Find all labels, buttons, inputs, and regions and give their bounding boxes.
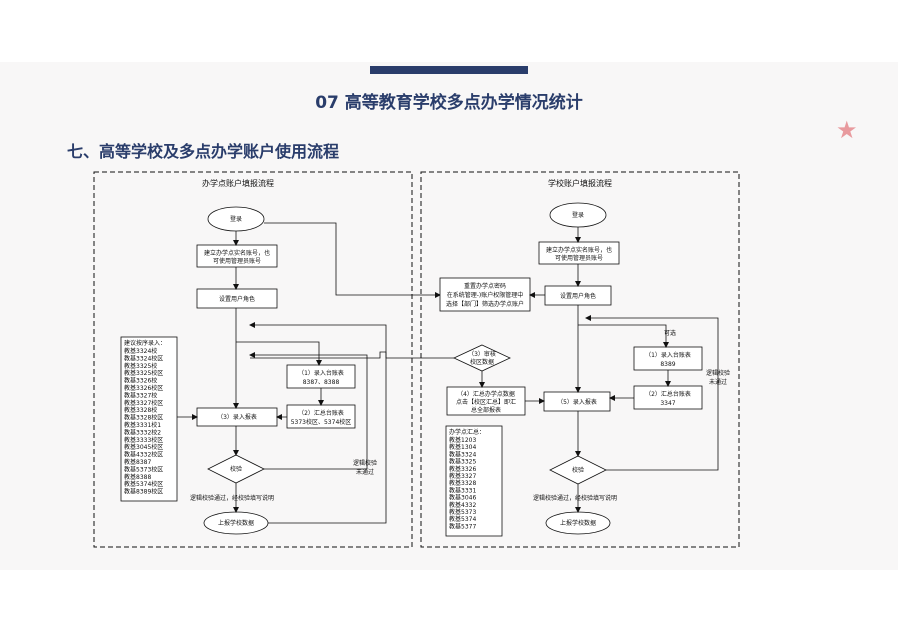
- advice-list-item: 教基3045校区: [124, 443, 163, 451]
- left-enter2-line2: 5373校区、5374校区: [291, 418, 352, 426]
- summary-list-item: 教基3328: [449, 479, 476, 487]
- advice-list-item: 教基8387: [124, 458, 151, 466]
- advice-list-item: 教基4332校区: [124, 451, 163, 459]
- advice-list-item: 教基3327校区: [124, 399, 163, 407]
- advice-list-item: 教基3333校区: [124, 436, 163, 444]
- right-summary-line2: 点击【校区汇总】即汇: [456, 398, 516, 406]
- advice-list-item: 教基3331校1: [124, 421, 161, 429]
- advice-list-item: 教基3328校区: [124, 414, 163, 422]
- advice-list-item: 教基5374校区: [124, 480, 163, 488]
- right-check-label: 校验: [572, 466, 584, 474]
- left-logic-fail-2: 未通过: [356, 468, 374, 476]
- right-connectors: [250, 227, 719, 513]
- right-report-label: 上报学校数据: [560, 519, 596, 527]
- summary-list-item: 教基5374: [449, 515, 476, 523]
- right-summary-list-box: [445, 425, 503, 537]
- right-reset-line3: 选择【部门】筛选办学点账户: [446, 300, 524, 308]
- right-verify-line1: 建立办学点实名账号，也: [546, 246, 612, 254]
- advice-list-item: 教基3324校: [124, 347, 157, 355]
- right-enter5-label: （5）录入报表: [557, 398, 597, 406]
- summary-list-item: 教基1203: [449, 436, 476, 444]
- summary-list-item: 教基3327: [449, 472, 476, 480]
- right-audit-line2: 校区数据: [470, 358, 494, 366]
- advice-list-item: 教基3326校: [124, 377, 157, 385]
- left-report-label: 上报学校数据: [218, 519, 254, 527]
- right-audit-diamond: [453, 344, 511, 372]
- right-reset-box: [439, 277, 531, 312]
- summary-list-item: 教基3331: [449, 486, 476, 494]
- left-logic-fail-1: 逻辑校验: [353, 459, 377, 467]
- right-reset-line1: 重置办学点密码: [464, 282, 506, 290]
- right-login-label: 登录: [572, 211, 584, 219]
- advice-list-item: 教基3328校: [124, 406, 157, 414]
- right-enter1-line1: （1）录入台账表: [645, 351, 691, 359]
- summary-list-item: 教基1304: [449, 443, 476, 451]
- advice-list-item: 教基3326校区: [124, 384, 163, 392]
- right-set-role-label: 设置用户角色: [560, 292, 596, 300]
- left-panel: [93, 171, 413, 548]
- summary-list-item: 教基5373: [449, 508, 476, 516]
- left-enter2-line1: （2）汇总台账表: [298, 409, 344, 417]
- summary-list-item: 教基5377: [449, 522, 476, 530]
- left-advice-box: [120, 336, 178, 502]
- right-summary-line1: （4）汇总办学点数据: [457, 390, 515, 398]
- page-title: 07 高等教育学校多点办学情况统计: [315, 93, 583, 113]
- right-enter1-line2: 8389: [660, 361, 675, 368]
- right-enter2-line1: （2）汇总台账表: [645, 390, 691, 398]
- advice-list-item: 教基8389校区: [124, 488, 163, 496]
- left-verify-line2: 可使用管理员账号: [213, 257, 261, 265]
- summary-list-item: 教基3326: [449, 465, 476, 473]
- right-optional-label: 可选: [664, 329, 676, 337]
- advice-list-item: 教基8388: [124, 473, 151, 481]
- left-verify-line1: 建立办学点实名账号，也: [204, 249, 270, 257]
- right-audit-line1: （3）审核: [468, 350, 496, 358]
- summary-list-item: 教基3046: [449, 494, 476, 502]
- left-connectors: [177, 222, 441, 524]
- right-verify-line2: 可使用管理员账号: [555, 254, 603, 262]
- left-enter1-line2: 8387、8388: [303, 379, 340, 386]
- star-icon: ★: [836, 116, 858, 144]
- right-logic-pass: 逻辑校验通过，经校验填写说明: [533, 494, 617, 502]
- right-enter2-line2: 3347: [660, 400, 675, 407]
- left-set-role-label: 设置用户角色: [219, 295, 255, 303]
- advice-list-item: 教基5373校区: [124, 465, 163, 473]
- advice-list-item: 教基3325校区: [124, 369, 163, 377]
- left-enter1-line1: （1）录入台账表: [298, 369, 344, 377]
- right-reset-line2: 在系统管理-)账户权限管理中: [447, 291, 524, 299]
- advice-list-item: 教基3324校区: [124, 354, 163, 362]
- left-enter3-label: （3）录入报表: [217, 413, 257, 421]
- section-subtitle: 七、高等学校及多点办学账户使用流程: [67, 142, 340, 161]
- left-advice-title: 建议按序录入：: [124, 339, 166, 347]
- summary-list-item: 教基4332: [449, 501, 476, 509]
- right-summary-list-title: 办学点汇总：: [449, 428, 485, 436]
- advice-list-item: 教基3325校: [124, 362, 157, 370]
- right-summary-line3: 总全部报表: [471, 406, 501, 414]
- title-accent-bar: [370, 66, 528, 74]
- left-advice-list: 教基3324校教基3324校区教基3325校教基3325校区教基3326校教基3…: [124, 347, 163, 496]
- advice-list-item: 教基3332校2: [124, 428, 161, 436]
- right-panel: [420, 171, 740, 548]
- left-check-label: 校验: [230, 465, 242, 473]
- summary-list-item: 教基3324: [449, 450, 476, 458]
- left-login-label: 登录: [230, 215, 242, 223]
- left-heading: 办学点账户填报流程: [202, 178, 274, 188]
- summary-list-item: 教基3325: [449, 458, 476, 466]
- right-heading: 学校账户填报流程: [548, 178, 612, 188]
- left-logic-pass: 逻辑校验通过，经校验填写说明: [190, 494, 274, 502]
- right-summary-list: 教基1203教基1304教基3324教基3325教基3326教基3327教基33…: [449, 436, 476, 530]
- advice-list-item: 教基3327校: [124, 391, 157, 399]
